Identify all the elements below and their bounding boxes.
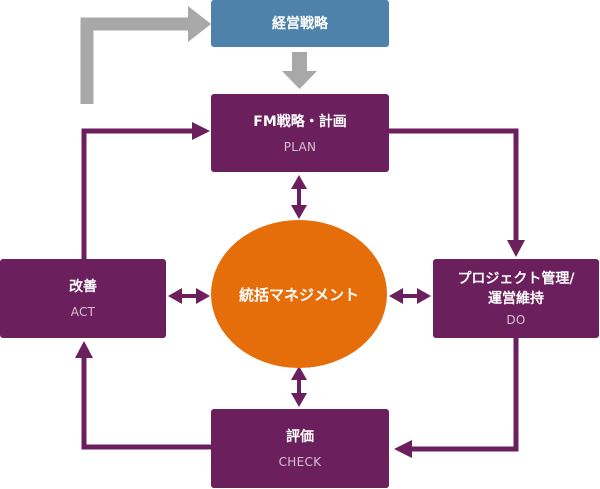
do-label-line1: プロジェクト管理/ [457, 271, 575, 287]
feed-arrow-strategy [80, 6, 211, 104]
central-management-ellipse: 統括マネジメント [211, 220, 387, 368]
central-management-label: 統括マネジメント [238, 285, 359, 304]
do-label-line2: 運営維持 [488, 291, 544, 307]
act-box: 改善 ACT [0, 259, 166, 338]
check-sub-label: CHECK [278, 455, 322, 469]
double-arrow-center-check [291, 366, 307, 407]
double-arrow-center-act [168, 288, 210, 304]
do-sub-label: DO [506, 313, 526, 327]
plan-box: FM戦略・計画 PLAN [211, 94, 389, 172]
plan-label: FM戦略・計画 [253, 113, 347, 130]
strategy-box: 経営戦略 [211, 0, 389, 47]
double-arrow-center-plan [291, 175, 307, 219]
double-arrow-center-do [389, 288, 431, 304]
act-label: 改善 [69, 279, 97, 295]
arrow-act-to-plan [81, 122, 210, 259]
plan-sub-label: PLAN [283, 139, 317, 154]
act-sub-label: ACT [70, 305, 96, 319]
strategy-label: 経営戦略 [272, 15, 328, 32]
arrow-do-to-check [394, 338, 519, 458]
do-box: プロジェクト管理/ 運営維持 DO [433, 259, 599, 338]
arrow-check-to-act [75, 341, 211, 450]
check-box: 評価 CHECK [211, 409, 389, 488]
arrow-plan-to-do [389, 128, 525, 257]
arrow-strategy-to-plan [282, 52, 317, 89]
check-label: 評価 [286, 429, 314, 445]
